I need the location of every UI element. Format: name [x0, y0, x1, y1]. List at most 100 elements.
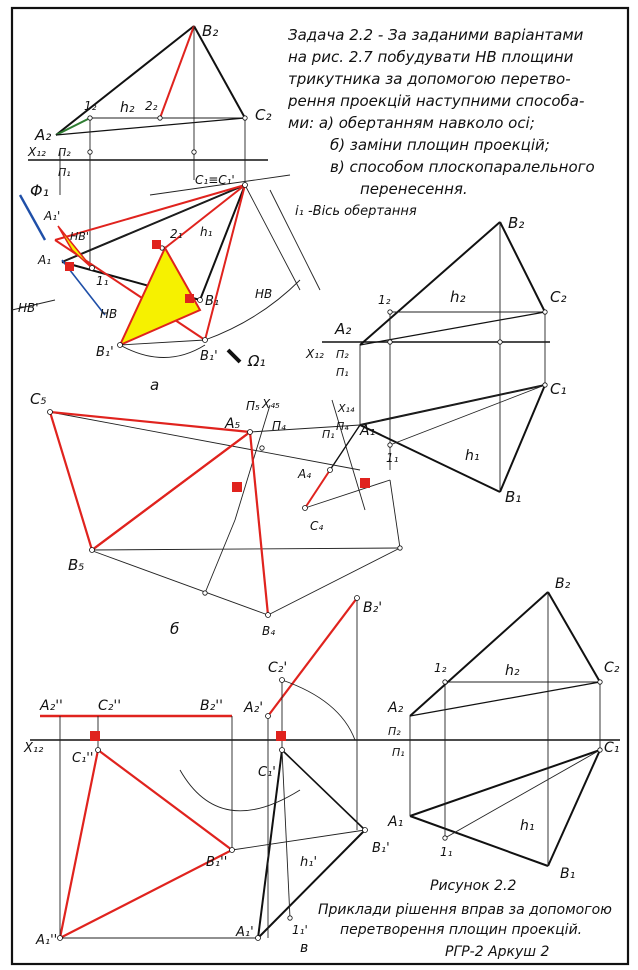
label-B1-mid: B₁ [505, 488, 521, 506]
label-A2-mid: A₂ [334, 320, 351, 338]
label-11-c: 1₁ [440, 845, 453, 859]
label-B2-mid: B₂ [508, 214, 524, 232]
label-h1-c: h₁ [520, 818, 535, 834]
label-B2pp: B₂'' [200, 698, 223, 714]
label-X45: X₄₅ [261, 397, 280, 411]
label-C2-c: C₂ [604, 660, 620, 676]
label-P1b: П₁ [322, 428, 335, 441]
label-C2: C₂ [255, 106, 272, 124]
label-A1-c: A₁ [387, 814, 403, 830]
label-P2: П₂ [58, 146, 71, 159]
caption-figure: Рисунок 2.2 [430, 878, 517, 894]
label-P4b: П₄ [336, 420, 349, 433]
label-12-c: 1₂ [434, 661, 447, 675]
label-P1: П₁ [58, 166, 71, 179]
label-A2p: A₂' [243, 700, 263, 716]
label-sub-a: а [150, 376, 159, 394]
label-hv-b: НВ [100, 307, 117, 321]
label-21: 2₁ [170, 227, 183, 241]
label-h2-mid: h₂ [450, 288, 466, 306]
label-22: 2₂ [145, 99, 158, 113]
label-P4: П₄ [272, 419, 286, 433]
task-line-5: ми: а) обертанням навколо осі; [288, 114, 535, 132]
label-B1: B₁ [205, 294, 219, 309]
label-P5: П₅ [246, 399, 260, 413]
label-A1-mid: A₁ [359, 423, 375, 439]
label-C4: C₄ [310, 519, 323, 533]
label-A2: A₂ [34, 126, 51, 144]
sheet-frame [10, 6, 630, 966]
axis-note: i₁ -Вісь обертання [295, 204, 417, 219]
label-C2pp: C₂'' [98, 698, 121, 714]
label-B2: B₂ [202, 22, 218, 40]
label-h1-a: h₁ [200, 225, 213, 239]
label-hv1-b: НВ' [70, 230, 89, 243]
label-h2-c: h₂ [505, 663, 520, 679]
label-C5: C₅ [30, 390, 47, 408]
label-A1p: A₁' [43, 209, 60, 223]
caption-line-1: Приклади рішення вправ за допомогою [318, 902, 612, 918]
label-hv-a: НВ [255, 287, 272, 301]
label-A4: A₄ [297, 467, 311, 481]
label-C1-c: C₁ [604, 740, 619, 756]
method-v-translation: B₂ C₂ A₂ h₂ 1₂ П₂ П₁ C₁ A₁ 1₁ h₁ B₁ B₂' … [23, 576, 620, 956]
task-line-6: б) заміни площин проекцій; [330, 136, 550, 154]
caption-sheet: РГР-2 Аркуш 2 [445, 944, 550, 960]
label-11p: 1₁' [292, 923, 308, 937]
task-line-2: на рис. 2.7 побудувати НВ площини [288, 48, 574, 66]
task-line-1: Задача 2.2 - За заданими варіантами [288, 26, 584, 44]
caption: Рисунок 2.2 Приклади рішення вправ за до… [318, 878, 612, 960]
label-h2: h₂ [120, 100, 135, 116]
method-b-planes: C₅ A₅ B₅ П₅ X₄₅ П₄ A₄ C₄ B₄ П₁ П₄ X₁₄ б [30, 390, 403, 638]
label-B4: B₄ [262, 624, 275, 638]
label-B1-c: B₁ [560, 866, 575, 882]
task-text: Задача 2.2 - За заданими варіантами на р… [287, 26, 595, 198]
label-12: 1₂ [84, 99, 97, 113]
label-phi1: Φ₁ [30, 181, 49, 200]
label-C2-mid: C₂ [550, 288, 567, 306]
label-X12-c: X₁₂ [23, 741, 43, 756]
label-11-mid: 1₁ [386, 451, 399, 465]
label-A5: A₅ [224, 416, 241, 432]
label-X12: X₁₂ [27, 145, 46, 159]
label-B1p-b: B₁' [200, 349, 218, 364]
label-A1p-c: A₁' [235, 925, 254, 940]
label-C1-eq: C₁≡C₁' [195, 173, 235, 187]
task-line-8: перенесення. [360, 180, 468, 198]
label-A1pp: A₁'' [35, 933, 57, 948]
task-line-4: рення проекцій наступними способа- [287, 92, 584, 110]
label-C2p: C₂' [268, 660, 287, 676]
label-hv1: НВ' [18, 301, 39, 315]
label-P1-mid: П₁ [336, 366, 349, 379]
label-A1: A₁ [37, 253, 51, 267]
label-P1-c: П₁ [392, 746, 405, 759]
label-B2p: B₂' [363, 600, 382, 616]
label-C1p: C₁' [258, 765, 276, 780]
label-C1-mid: C₁ [550, 380, 567, 398]
label-C1pp: C₁'' [72, 751, 93, 766]
label-B2-c: B₂ [555, 576, 571, 592]
label-omega1: Ω₁ [247, 352, 265, 370]
label-X14: X₁₄ [337, 402, 355, 415]
label-X12-mid: X₁₂ [305, 347, 324, 361]
caption-line-2: перетворення площин проекцій. [340, 922, 582, 938]
task-line-3: трикутника за допомогою перетво- [288, 70, 571, 88]
label-A2pp: A₂'' [39, 698, 63, 714]
label-12-mid: 1₂ [378, 293, 391, 307]
task-line-7: в) способом плоскопаралельного [330, 158, 595, 176]
label-A2-c: A₂ [387, 700, 404, 716]
label-h1-mid: h₁ [465, 448, 480, 464]
given-projections-mid: B₂ C₂ A₂ h₂ 1₂ X₁₂ П₂ П₁ C₁ A₁ 1₁ h₁ B₁ [305, 214, 567, 506]
label-P2-c: П₂ [388, 725, 401, 738]
label-B1p-c: B₁' [372, 841, 390, 856]
label-h1p: h₁' [300, 855, 317, 870]
label-B1pp: B₁'' [206, 855, 227, 870]
label-11: 1₁ [96, 274, 109, 288]
label-sub-b: б [170, 620, 179, 638]
label-P2-mid: П₂ [336, 348, 349, 361]
label-sub-v: в [300, 940, 308, 956]
method-a-rotation: B₂ C₂ A₂ h₂ 1₂ 2₂ X₁₂ П₂ П₁ C₁≡C₁' i₁ -В… [11, 22, 417, 394]
label-B5: B₅ [68, 556, 84, 574]
